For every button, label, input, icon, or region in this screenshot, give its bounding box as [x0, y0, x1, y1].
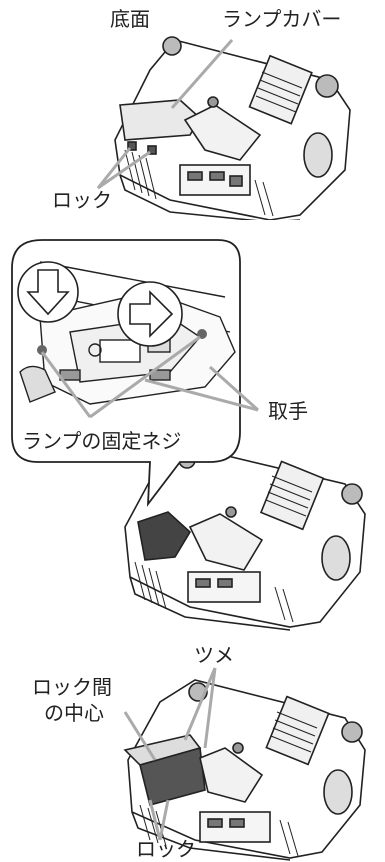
pointer-line-handle-1: [208, 365, 260, 412]
pointer-line-lamp-cover: [170, 39, 234, 109]
label-lock: ロック: [52, 188, 112, 212]
pointer-line-screw-right: [89, 335, 201, 419]
pointer-line-lock-right: [97, 150, 151, 190]
panel-lamp-removal: 取手 ランプの固定ネジ: [0, 222, 385, 632]
label-bottom: 底面: [110, 7, 150, 31]
pointer-line-lock-2: [158, 799, 170, 841]
label-lamp-screws: ランプの固定ネジ: [22, 429, 182, 453]
lamp-install-illustration: [123, 667, 366, 861]
pointer-line-tab-1: [183, 667, 217, 741]
arrow-right-icon: [117, 281, 183, 347]
panel-lamp-install: ツメ ロック間 の中心 ロック: [0, 640, 385, 862]
pointer-line-tab-2: [203, 667, 217, 749]
pointer-line-lock-1: [148, 799, 162, 841]
label-handle: 取手: [268, 399, 308, 423]
label-lock: ロック: [136, 837, 196, 861]
label-lock-center-line2: の中心: [44, 701, 104, 725]
label-lock-center-line1: ロック間: [32, 675, 112, 699]
arrow-down-icon: [17, 261, 79, 323]
label-tabs: ツメ: [194, 643, 234, 667]
pointer-line-lock-left: [96, 147, 132, 189]
projector-bottom-illustration: [96, 36, 351, 220]
pointer-line-center: [123, 711, 157, 761]
lamp-removal-illustration: [11, 239, 366, 631]
panel-lamp-cover: 底面 ランプカバー ロック: [0, 0, 385, 220]
label-lamp-cover: ランプカバー: [222, 7, 342, 31]
pointer-line-handle-2: [144, 378, 259, 412]
pointer-line-screw-left: [40, 351, 92, 418]
